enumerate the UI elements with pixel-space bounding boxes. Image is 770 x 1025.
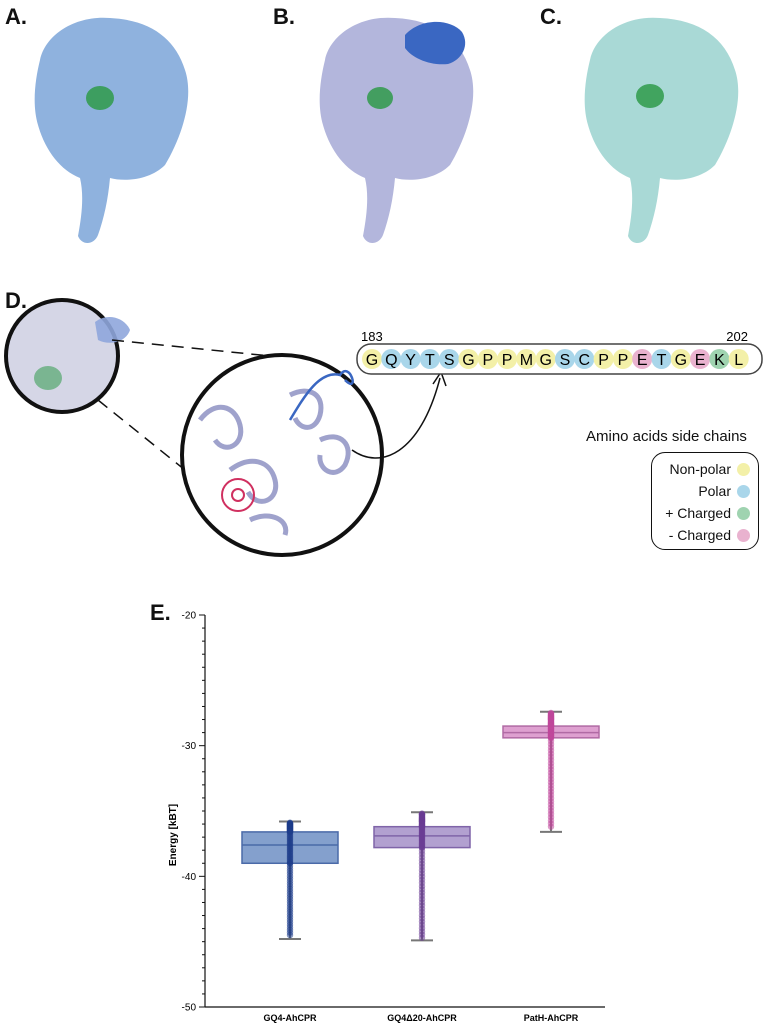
residue-letter: Q — [385, 352, 397, 369]
zoom-circle-small — [4, 298, 120, 414]
residue-letter: E — [695, 352, 706, 369]
residue-letter: P — [502, 352, 513, 369]
residue-letter: G — [462, 352, 474, 369]
panel-label-e: E. — [150, 600, 171, 625]
residue-bubble — [709, 349, 730, 369]
residue-bubble — [497, 349, 518, 369]
y-tick-label: -30 — [182, 741, 197, 752]
residue-letter: G — [675, 352, 687, 369]
protein-b — [319, 17, 474, 244]
legend-item-negative: - Charged — [669, 525, 750, 545]
panel-label-d: D. — [5, 288, 27, 313]
residue-bubble — [458, 349, 479, 369]
residue-letter: P — [598, 352, 609, 369]
data-point — [286, 828, 294, 836]
data-point — [418, 823, 426, 830]
y-tick-label: -20 — [182, 611, 197, 622]
data-point — [547, 722, 555, 730]
y-axis-label: Energy [kBT] — [168, 804, 179, 866]
protein-surface-images — [34, 17, 739, 244]
residue-letter: G — [539, 352, 551, 369]
negative-dot-icon — [737, 528, 750, 542]
panel-d-illustration — [4, 298, 447, 557]
residue-bubble — [612, 349, 633, 369]
residue-bubble — [632, 349, 653, 369]
panel-label-c: C. — [540, 4, 562, 29]
residue-bubble — [574, 349, 595, 369]
zoom-circle-large — [180, 353, 384, 557]
legend-label: - Charged — [668, 527, 731, 543]
residue-letter: M — [520, 352, 533, 369]
residue-letter: T — [657, 352, 667, 369]
outlier-point — [547, 823, 555, 830]
protein-c — [584, 17, 739, 244]
x-tick-label: GQ4Δ20-AhCPR — [387, 1013, 457, 1023]
legend-label: Non-polar — [669, 461, 731, 477]
residue-letter: P — [618, 352, 629, 369]
energy-box-plot: -20 -30 -40 -50 GQ4-AhCPR GQ4Δ20-AhCPR PatH-A… — [168, 611, 605, 1023]
residue-bubble — [400, 349, 421, 369]
legend-title: Amino acids side chains — [586, 428, 747, 445]
residue-bubble — [535, 349, 556, 369]
residue-bubble — [516, 349, 537, 369]
legend-item-positive: + Charged — [665, 503, 750, 523]
residue-letter: T — [425, 352, 435, 369]
residue-letter: Y — [405, 352, 416, 369]
residue-bubble — [439, 349, 460, 369]
outlier-point — [286, 931, 294, 939]
legend-label: Polar — [698, 483, 731, 499]
residue-bubble — [690, 349, 711, 369]
residue-bubble — [477, 349, 498, 369]
y-tick-label: -40 — [182, 872, 197, 883]
sequence-start-number: 183 — [361, 329, 383, 344]
legend-label: + Charged — [665, 505, 731, 521]
residue-letter: G — [366, 352, 378, 369]
residue-letter: C — [579, 352, 591, 369]
legend-item-nonpolar: Non-polar — [670, 459, 750, 479]
sequence-end-number: 202 — [726, 329, 748, 344]
box-2: PatH-AhCPR — [502, 709, 600, 1023]
positive-dot-icon — [737, 506, 750, 520]
residue-letter: S — [560, 352, 571, 369]
legend-item-polar: Polar — [698, 481, 750, 501]
nonpolar-dot-icon — [737, 462, 750, 476]
panel-label-b: B. — [273, 4, 295, 29]
polar-dot-icon — [737, 484, 750, 498]
box-1: GQ4Δ20-AhCPR — [373, 810, 471, 1023]
residue-letter: S — [444, 352, 455, 369]
residue-letter: P — [482, 352, 493, 369]
residue-bubble — [555, 349, 575, 369]
outlier-point — [418, 934, 426, 941]
y-tick-label: -50 — [182, 1003, 197, 1014]
panel-label-a: A. — [5, 4, 27, 29]
residue-bubble — [381, 349, 402, 369]
residue-bubble — [419, 349, 440, 369]
x-tick-label: PatH-AhCPR — [524, 1013, 579, 1023]
residue-letter: E — [637, 352, 648, 369]
residue-bubble — [728, 349, 749, 369]
residue-letter: K — [714, 352, 725, 369]
legend-box: Non-polar Polar + Charged - Charged — [651, 452, 759, 550]
box-0: GQ4-AhCPR — [241, 819, 339, 1023]
residue-bubble — [651, 349, 672, 369]
residue-letter: L — [734, 352, 743, 369]
residue-bubble — [593, 349, 614, 369]
residue-bubble — [670, 349, 691, 369]
protein-a — [34, 17, 189, 244]
residue-bubble — [362, 349, 382, 369]
x-tick-label: GQ4-AhCPR — [263, 1013, 317, 1023]
